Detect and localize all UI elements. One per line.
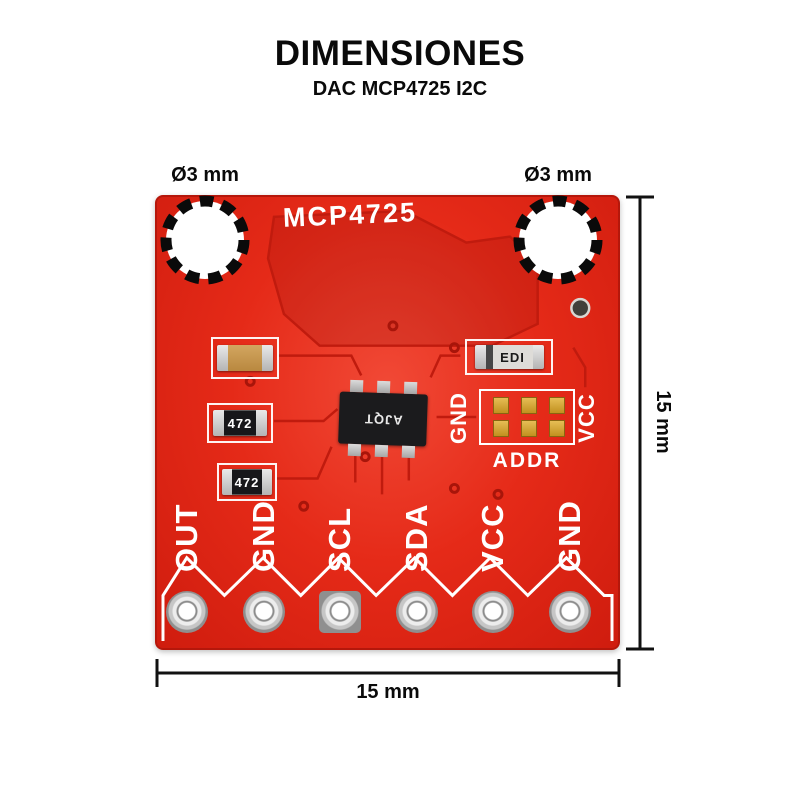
- jumper-gnd-label: GND: [446, 392, 471, 444]
- ic-leg: [403, 381, 418, 395]
- diode-label: EDI: [492, 345, 533, 369]
- ic-leg: [376, 380, 391, 394]
- jumper-pad: [493, 397, 509, 437]
- pin-hole-scl: [319, 591, 361, 633]
- jumper-addr-label: ADDR: [492, 449, 562, 472]
- resistor-terminal: [213, 410, 224, 436]
- fiducial-hole: [570, 297, 591, 319]
- resistor-bottom: 472: [222, 469, 272, 495]
- pin-hole-vcc: [472, 591, 514, 633]
- capacitor-outline: [211, 337, 279, 379]
- silkscreen-zigzag: [161, 555, 614, 642]
- jumper-vcc-label: VCC: [574, 393, 599, 443]
- board-silkscreen-title: MCP4725: [282, 197, 418, 233]
- diode-terminal: [474, 345, 486, 369]
- ic-leg: [374, 444, 389, 458]
- pin-label-gnd2: GND: [552, 500, 587, 572]
- pin-hole-gnd2: [549, 591, 591, 633]
- pin-label-out: OUT: [169, 503, 204, 572]
- pin-hole-out: [166, 591, 208, 633]
- diode-band: [485, 345, 493, 369]
- capacitor-terminal: [217, 345, 228, 371]
- pcb-copper-artwork: [161, 209, 614, 642]
- pin-label-sda: SDA: [399, 503, 434, 572]
- ic-chip: AJQT: [338, 379, 428, 459]
- addr-jumper-outline: [479, 389, 575, 445]
- ic-marking: AJQT: [363, 410, 403, 428]
- resistor-terminal: [262, 469, 272, 495]
- pin-label-vcc: VCC: [475, 503, 510, 572]
- diode: EDI: [474, 345, 544, 369]
- resistor-bottom-label: 472: [232, 469, 262, 495]
- trace-lines: [274, 347, 587, 495]
- page-title: DIMENSIONES: [274, 34, 526, 73]
- pin-hole-gnd1: [243, 591, 285, 633]
- page-subtitle: DAC MCP4725 I2C: [312, 78, 488, 100]
- board-height-dimension: 15 mm: [652, 390, 674, 454]
- board-width-dimension: 15 mm: [356, 681, 420, 703]
- jumper-pad: [521, 397, 537, 437]
- ic-leg: [401, 445, 416, 459]
- capacitor-terminal: [262, 345, 273, 371]
- hole-diameter-label-right: Ø3 mm: [524, 164, 592, 186]
- resistor-top: 472: [213, 410, 267, 436]
- pin-label-gnd1: GND: [246, 500, 281, 572]
- ic-leg: [349, 379, 364, 393]
- resistor-top-outline: 472: [207, 403, 273, 443]
- resistor-top-label: 472: [224, 410, 256, 436]
- ic-leg: [347, 443, 362, 457]
- pcb-board: MCP4725 472 472: [155, 195, 620, 650]
- capacitor: [217, 345, 273, 371]
- pin-hole-sda: [396, 591, 438, 633]
- diode-terminal: [532, 345, 544, 369]
- capacitor-body: [228, 345, 262, 371]
- pin-label-scl: SCL: [322, 507, 357, 572]
- diode-outline: EDI: [465, 339, 553, 375]
- copper-pour: [266, 209, 539, 347]
- hole-diameter-label-left: Ø3 mm: [171, 164, 239, 186]
- resistor-terminal: [256, 410, 267, 436]
- resistor-bottom-outline: 472: [217, 463, 277, 501]
- resistor-terminal: [222, 469, 232, 495]
- jumper-pad: [549, 397, 565, 437]
- vias: [244, 320, 504, 512]
